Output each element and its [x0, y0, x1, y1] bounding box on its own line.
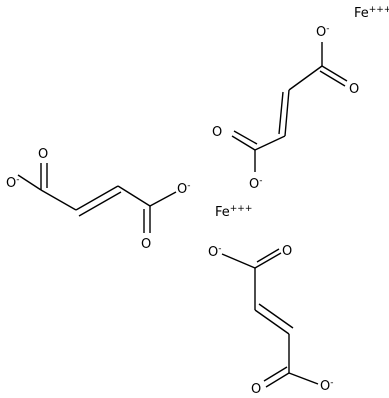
fumarate-top-right-bonds [231, 42, 348, 172]
fumarate-bottom: O- O O O- [208, 244, 333, 397]
fumarate-top-right-o-double-2: O [212, 125, 222, 140]
iron-ion-2-symbol: Fe [215, 205, 230, 220]
fumarate-top-right: O- O O O- [212, 24, 359, 192]
fumarate-bottom-o-minus-1: O- [208, 244, 221, 260]
fumarate-left-o-minus-2: O- [177, 181, 190, 197]
svg-text:Fe+++: Fe+++ [354, 5, 389, 21]
fumarate-top-right-o-double-1: O [349, 82, 359, 97]
iron-ion-1-symbol: Fe [354, 6, 369, 21]
iron-ion-1: Fe+++ [354, 5, 389, 21]
fumarate-bottom-o-minus-2: O- [320, 378, 333, 394]
fumarate-bottom-bonds [221, 248, 319, 388]
fumarate-top-right-o-minus-2: O- [249, 176, 262, 192]
fumarate-left-bonds [17, 163, 177, 233]
fumarate-bottom-o-double-1: O [282, 244, 292, 259]
fumarate-left: O- O O- O [6, 147, 190, 252]
fumarate-left-o-minus-1: O- [6, 175, 19, 191]
fumarate-bottom-o-double-2: O [251, 382, 261, 397]
iron-ion-1-charge: +++ [369, 5, 389, 15]
fumarate-top-right-o-minus-1: O- [316, 24, 329, 40]
iron-ion-2: Fe+++ [215, 204, 252, 220]
fumarate-left-o-double-2: O [141, 237, 151, 252]
fumarate-left-o-double-1: O [38, 147, 48, 162]
svg-text:Fe+++: Fe+++ [215, 204, 252, 220]
iron-ion-2-charge: +++ [230, 204, 253, 214]
